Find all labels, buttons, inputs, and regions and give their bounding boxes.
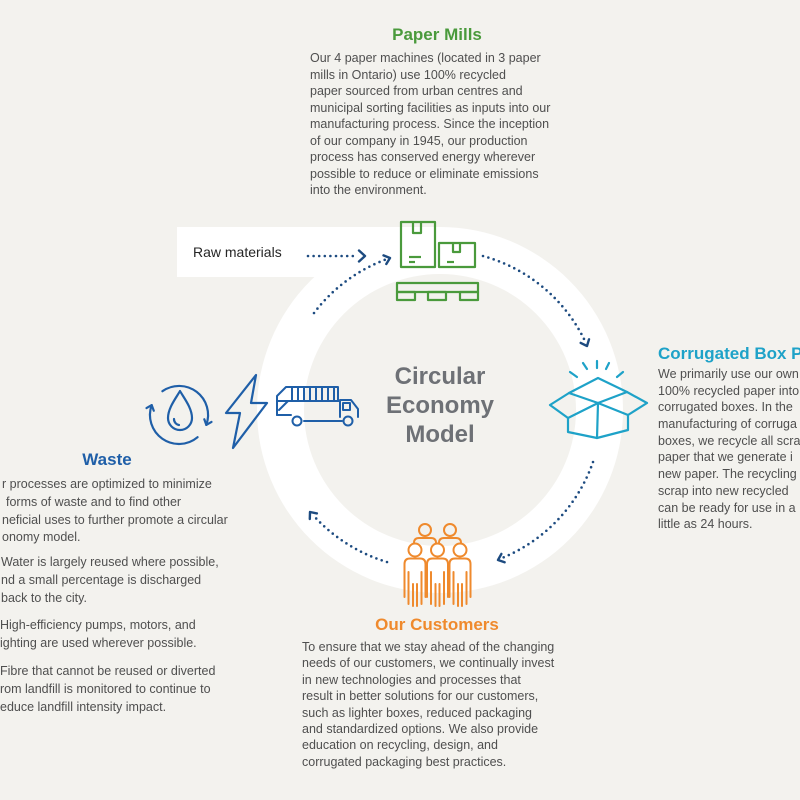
arrow-raw-materials-to-paper-mills — [306, 249, 367, 263]
corrugated-box-description: We primarily use our own 100% recycled p… — [658, 366, 800, 533]
text-line: municipal sorting facilities as inputs i… — [310, 100, 551, 115]
waste-paragraph: r processes are optimized to minimize fo… — [2, 476, 228, 547]
text-line: corrugated packaging best practices. — [302, 754, 507, 769]
text-line: of our company in 1945, our production — [310, 133, 528, 148]
text-line: back to the city. — [1, 590, 87, 605]
waste-heading: Waste — [82, 450, 132, 469]
customers-heading: Our Customers — [375, 615, 499, 634]
text-line: corrugated boxes. In the — [658, 400, 793, 415]
garbage-truck-icon — [276, 386, 359, 427]
arrow-customers-to-waste — [308, 510, 389, 564]
arrow-corrugated-box-to-customers — [496, 460, 595, 564]
raw-materials-label: Raw materials — [193, 244, 282, 260]
paper-mills-description: Our 4 paper machines (located in 3 paper… — [310, 50, 550, 199]
paper-mills-heading: Paper Mills — [392, 25, 482, 44]
text-line: into the environment. — [310, 183, 427, 197]
text-line: process has conserved energy wherever — [310, 150, 536, 164]
text-line: 100% recycled paper into — [658, 383, 800, 398]
text-line: To ensure that we stay ahead of the chan… — [302, 640, 555, 654]
arrow-paper-mills-to-corrugated-box — [481, 254, 591, 348]
text-line: education on recycling, design, and — [302, 738, 498, 753]
center-title-line: Economy — [385, 392, 495, 419]
center-title-line: Circular — [394, 363, 486, 390]
text-line: needs of our customers, we continually i… — [302, 656, 555, 671]
text-line: onomy model. — [2, 530, 81, 545]
water-recycle-icon — [145, 384, 213, 446]
arrowhead-icon — [357, 249, 367, 263]
waste-paragraph: High-efficiency pumps, motors, and ighti… — [0, 617, 197, 653]
text-line: Water is largely reused where possible, — [1, 555, 219, 569]
waste-paragraph: Water is largely reused where possible, … — [1, 554, 219, 607]
text-line: little as 24 hours. — [658, 517, 753, 532]
text-line: High-efficiency pumps, motors, and — [0, 618, 196, 632]
text-line: paper that we generate i — [658, 450, 793, 465]
text-line: possible to reduce or eliminate emission… — [310, 166, 539, 181]
text-line: new paper. The recycling — [658, 467, 797, 482]
text-line: result in better solutions for our custo… — [302, 689, 539, 704]
text-line: r processes are optimized to minimize — [2, 477, 212, 491]
ring-inner — [304, 274, 576, 546]
flow-arrows — [306, 249, 595, 564]
text-line: rom landfill is monitored to continue to — [0, 681, 211, 696]
text-line: forms of waste and to find other — [6, 494, 182, 509]
text-line: such as lighter boxes, reduced packaging — [302, 705, 533, 720]
center-title: Circular Economy Model — [340, 362, 540, 449]
arrowhead-icon — [496, 552, 506, 564]
ring-track — [177, 227, 623, 593]
text-line: Our 4 paper machines (located in 3 paper — [310, 51, 541, 65]
arrow-waste-to-paper-mills — [312, 254, 392, 315]
text-line: Fibre that cannot be reused or diverted — [0, 664, 216, 678]
text-line: neficial uses to further promote a circu… — [2, 512, 228, 527]
text-line: in new technologies and processes that — [302, 672, 521, 687]
corrugated-box-heading: Corrugated Box P — [658, 344, 800, 363]
waste-paragraph: Fibre that cannot be reused or diverted … — [0, 663, 215, 716]
text-line: and standardized options. We also provid… — [302, 721, 539, 736]
text-line: ighting are used wherever possible. — [0, 635, 197, 650]
arrowhead-icon — [382, 254, 392, 266]
text-line: paper sourced from urban centres and — [310, 84, 523, 98]
text-line: manufacturing of corruga — [658, 417, 797, 432]
text-line: mills in Ontario) use 100% recycled — [310, 67, 506, 82]
open-box-icon — [548, 359, 649, 440]
text-line: educe landfill intensity impact. — [0, 699, 167, 714]
text-line: nd a small percentage is discharged — [1, 572, 202, 587]
text-line: scrap into new recycled — [658, 483, 789, 498]
arrowhead-icon — [579, 338, 591, 348]
center-title-line: Model — [405, 421, 475, 448]
people-group-icon — [403, 523, 472, 607]
raw-materials-band — [177, 227, 440, 277]
customers-description: To ensure that we stay ahead of the chan… — [302, 639, 554, 770]
lightning-bolt-icon — [224, 373, 269, 450]
boxes-on-pallet-icon — [395, 220, 480, 302]
text-line: We primarily use our own — [658, 367, 799, 381]
text-line: can be ready for use in a — [658, 500, 796, 515]
arrowhead-icon — [308, 510, 319, 521]
text-line: boxes, we recycle all scra — [658, 433, 800, 448]
text-line: manufacturing process. Since the incepti… — [310, 117, 550, 131]
